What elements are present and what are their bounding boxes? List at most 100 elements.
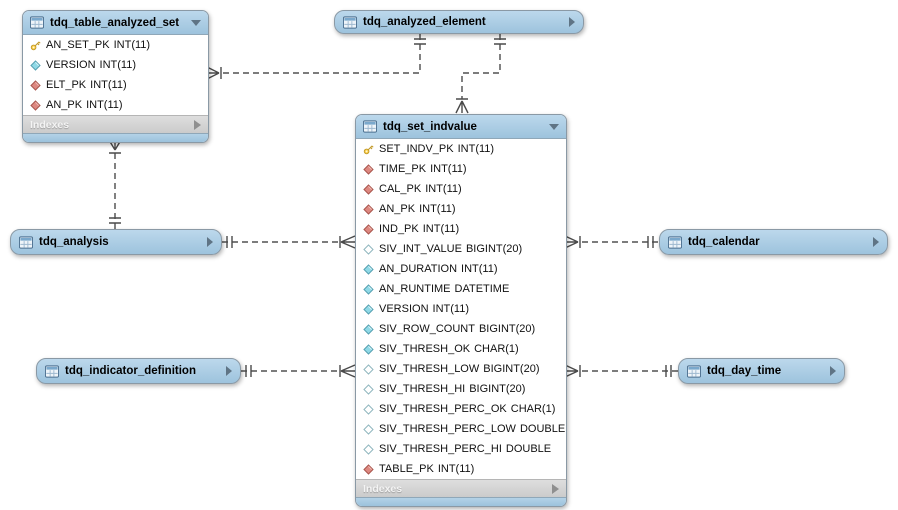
table-title: tdq_indicator_definition bbox=[65, 365, 196, 377]
indexes-footer[interactable]: Indexes bbox=[23, 115, 208, 133]
primary-key-icon bbox=[28, 39, 42, 52]
column-type: INT(11) bbox=[425, 183, 462, 195]
table-icon bbox=[19, 235, 33, 249]
column-type: BIGINT(20) bbox=[483, 363, 540, 375]
table-header[interactable]: tdq_table_analyzed_set bbox=[23, 11, 208, 35]
collapse-chevron-icon[interactable] bbox=[191, 19, 201, 26]
table-title: tdq_set_indvalue bbox=[383, 120, 477, 133]
attribute-notnull-icon bbox=[361, 263, 375, 276]
table-title: tdq_calendar bbox=[688, 236, 760, 248]
table-icon bbox=[30, 16, 44, 29]
foreign-key-icon bbox=[361, 463, 375, 476]
relationship-analysis-to-set-indvalue[interactable] bbox=[222, 235, 356, 249]
expand-chevron-icon[interactable] bbox=[207, 237, 213, 247]
column-name: IND_PK bbox=[379, 223, 419, 235]
table-title: tdq_table_analyzed_set bbox=[50, 16, 180, 29]
column-type: INT(11) bbox=[86, 99, 123, 111]
column-type: INT(11) bbox=[90, 79, 127, 91]
table-tdq-day-time[interactable]: tdq_day_time bbox=[678, 358, 845, 384]
foreign-key-icon bbox=[28, 99, 42, 112]
expand-chevron-icon[interactable] bbox=[569, 17, 575, 27]
column-name: CAL_PK bbox=[379, 183, 422, 195]
attribute-notnull-icon bbox=[361, 323, 375, 336]
column-type: DOUBLE bbox=[505, 443, 552, 455]
column-name: VERSION bbox=[379, 303, 429, 315]
column-name: SIV_THRESH_PERC_OK bbox=[379, 403, 507, 415]
relationship-analysis-to-table-analyzed-set[interactable] bbox=[108, 139, 122, 229]
attribute-nullable-icon bbox=[361, 243, 375, 256]
column-type: INT(11) bbox=[422, 223, 460, 235]
attribute-notnull-icon bbox=[361, 283, 375, 296]
table-tdq-indicator-definition[interactable]: tdq_indicator_definition bbox=[36, 358, 241, 384]
indexes-footer[interactable]: Indexes bbox=[356, 479, 566, 497]
attribute-notnull-icon bbox=[361, 343, 375, 356]
attribute-nullable-icon bbox=[361, 423, 375, 436]
column-name: SIV_THRESH_PERC_HI bbox=[379, 443, 502, 455]
column-name: TABLE_PK bbox=[379, 463, 434, 475]
column-name: SIV_ROW_COUNT bbox=[379, 323, 475, 335]
indexes-label: Indexes bbox=[30, 118, 70, 131]
expand-chevron-icon[interactable] bbox=[226, 366, 232, 376]
table-tdq-calendar[interactable]: tdq_calendar bbox=[659, 229, 888, 255]
table-tdq-analysis[interactable]: tdq_analysis bbox=[10, 229, 222, 255]
attribute-nullable-icon bbox=[361, 383, 375, 396]
table-bottom-strip bbox=[23, 133, 208, 142]
table-icon bbox=[45, 364, 59, 378]
column-name: SIV_THRESH_LOW bbox=[379, 363, 480, 375]
table-header[interactable]: tdq_set_indvalue bbox=[356, 115, 566, 139]
relationship-analyzed-element-to-table-analyzed-set[interactable] bbox=[206, 34, 426, 80]
column-type: INT(11) bbox=[113, 39, 151, 51]
table-bottom-strip bbox=[356, 497, 566, 506]
expand-chevron-icon[interactable] bbox=[873, 237, 879, 247]
table-title: tdq_analysis bbox=[39, 236, 109, 248]
relationship-analyzed-element-to-set-indvalue[interactable] bbox=[455, 34, 506, 114]
column-name: TIME_PK bbox=[379, 163, 427, 175]
collapse-chevron-icon[interactable] bbox=[549, 123, 559, 130]
expand-indexes-icon[interactable] bbox=[552, 483, 559, 494]
table-tdq-analyzed-element[interactable]: tdq_analyzed_element bbox=[334, 10, 584, 34]
relationship-indicator-definition-to-set-indvalue[interactable] bbox=[241, 364, 356, 378]
expand-indexes-icon[interactable] bbox=[194, 119, 201, 130]
column-type: DATETIME bbox=[454, 283, 510, 295]
column-name: SIV_THRESH_PERC_LOW bbox=[379, 423, 516, 435]
column-type: INT(11) bbox=[457, 143, 495, 155]
column-type: CHAR(1) bbox=[474, 343, 519, 355]
relationship-day-time-to-set-indvalue[interactable] bbox=[564, 364, 678, 378]
relationship-calendar-to-set-indvalue[interactable] bbox=[564, 235, 659, 249]
foreign-key-icon bbox=[361, 163, 375, 176]
foreign-key-icon bbox=[361, 223, 375, 236]
column-type: CHAR(1) bbox=[510, 403, 556, 415]
column-type: INT(11) bbox=[437, 463, 475, 475]
column-name: AN_RUNTIME bbox=[379, 283, 451, 295]
expand-chevron-icon[interactable] bbox=[830, 366, 836, 376]
column-name: AN_DURATION bbox=[379, 263, 458, 275]
table-title: tdq_day_time bbox=[707, 365, 782, 377]
table-icon bbox=[343, 15, 357, 29]
